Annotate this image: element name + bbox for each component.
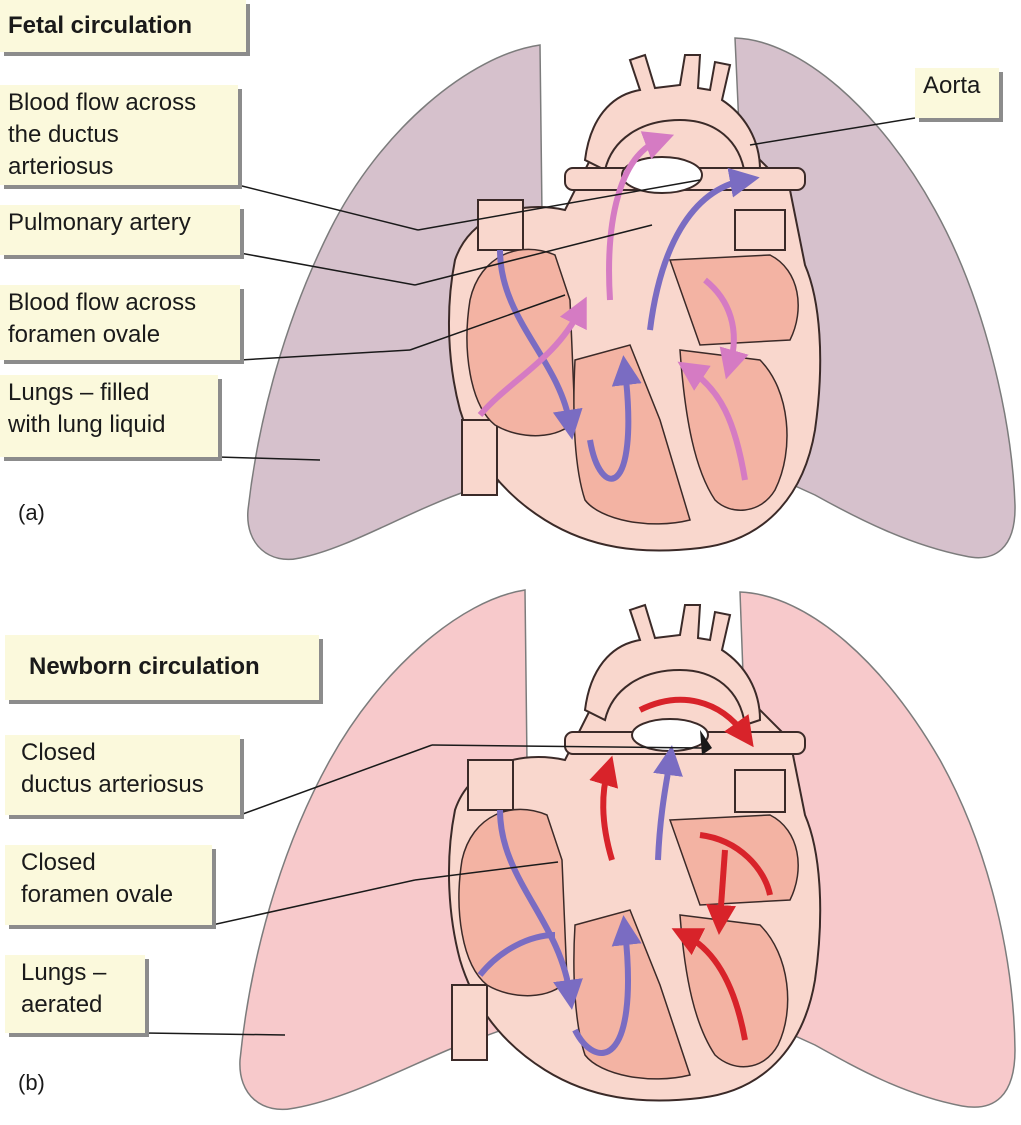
red-flow-arrow-2 [589, 755, 619, 861]
leader-ductus-flow [237, 184, 419, 231]
right-ventricle-newborn [573, 909, 691, 1080]
aorta-descending-fetal [734, 209, 786, 251]
label-foramen-flow: Blood flow across foramen ovale [0, 285, 240, 360]
leader-lungs-fetal [217, 456, 321, 461]
label-closed-foramen: Closed foramen ovale [5, 845, 212, 925]
panel-a-letter: (a) [18, 500, 45, 525]
red-flow-arrow-3 [699, 832, 773, 896]
blue-flow-arrow-6 [572, 915, 642, 1056]
pink-flow-arrow-2 [606, 131, 675, 301]
panel-a [217, 37, 1016, 561]
pink-flow-arrow-3 [703, 277, 749, 380]
closed-ductus-marker [700, 730, 712, 755]
panel-a-title: Fetal circulation [0, 0, 246, 52]
red-flow-arrow-5 [671, 928, 748, 1041]
label-ductus-flow: Blood flow across the ductus arteriosus [0, 85, 238, 185]
red-flow-arrow-4 [706, 849, 737, 935]
panel-b-title: Newborn circulation [5, 635, 319, 700]
blue-flow-arrow-5 [477, 932, 556, 977]
pink-flow-arrow-1 [477, 296, 587, 417]
aorta-descending-newborn [734, 769, 786, 813]
panel-b [144, 589, 1016, 1110]
closed-ductus-loop [631, 718, 709, 752]
pink-flow-arrow-4 [677, 361, 748, 481]
blue-flow-arrow-2 [587, 355, 642, 482]
blue-flow-arrow-4 [497, 809, 583, 1010]
svc-newborn [467, 759, 514, 811]
leader-lungs-newborn [144, 1032, 286, 1036]
leader-closed-foramen [211, 879, 416, 926]
svc-fetal [477, 199, 524, 251]
label-lungs-fetal: Lungs – filled with lung liquid [0, 375, 218, 457]
leader-closed-ductus [239, 744, 433, 816]
leader-pulmonary-artery [239, 252, 416, 286]
red-flow-arrow-1 [638, 696, 754, 748]
blue-flow-arrow-3 [647, 167, 760, 331]
panel-b-letter: (b) [18, 1070, 45, 1095]
ivc-fetal [461, 419, 498, 496]
label-aorta: Aorta [915, 68, 999, 118]
ivc-newborn [451, 984, 488, 1061]
aortic-arch-vessels-newborn [583, 603, 762, 727]
right-atrium-newborn [458, 808, 568, 997]
blue-flow-arrow-7 [653, 745, 683, 861]
label-pulmonary-artery: Pulmonary artery [0, 205, 240, 255]
left-atrium-fetal [668, 254, 799, 346]
blue-flow-arrow-1 [497, 249, 583, 440]
leader-aorta [749, 117, 916, 146]
label-lungs-newborn: Lungs – aerated [5, 955, 145, 1033]
leader-foramen-flow [239, 349, 411, 361]
right-atrium-fetal [466, 248, 576, 437]
left-lung-newborn [239, 589, 531, 1110]
label-closed-ductus: Closed ductus arteriosus [5, 735, 240, 815]
